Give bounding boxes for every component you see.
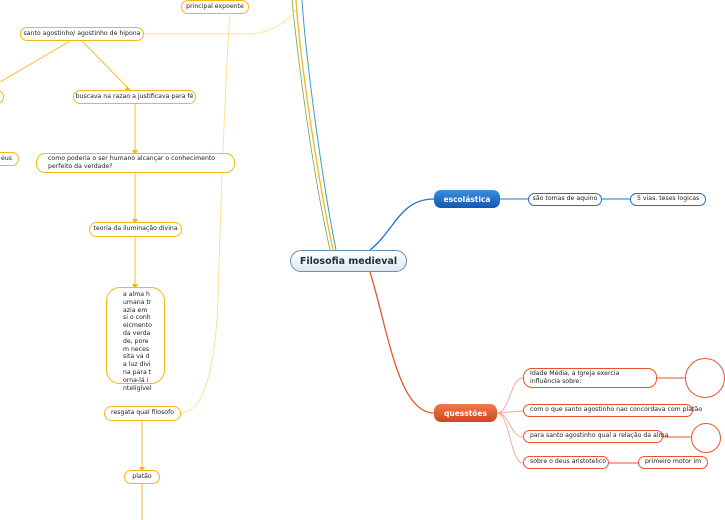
node-cut-left-2[interactable]: eus (0, 152, 19, 166)
node-relacao-alma-label: para santo agostinho qual a relação da a… (530, 432, 669, 440)
node-platao-label: platão (132, 472, 152, 480)
node-como-poderia-label: como poderia o ser humano alcançar o con… (48, 154, 216, 170)
topic-escolastica-label: escolástica (443, 194, 491, 204)
node-deus-aristotelico[interactable]: sobre o deus aristotelico (523, 456, 609, 469)
node-como-poderia[interactable]: como poderia o ser humano alcançar o con… (36, 153, 235, 173)
node-resgata-filosofo-label: resgata qual filosofo (110, 409, 175, 417)
node-5-vias[interactable]: 5 vias. teses logicas (630, 193, 706, 206)
node-teoria-iluminacao[interactable]: teoria da iluminação divina (89, 222, 182, 237)
node-primeiro-motor[interactable]: primeiro motor im (638, 456, 708, 469)
topic-questoes-label: quesstões (443, 408, 487, 418)
central-topic[interactable]: Filosofia medieval (290, 250, 407, 272)
node-teoria-iluminacao-label: teoria da iluminação divina (93, 225, 178, 233)
node-cut-left-2-label: eus (1, 154, 12, 162)
connector-lines (0, 0, 692, 520)
node-idade-media-label: Idade Média, a Igreja exercia influência… (530, 369, 620, 385)
node-deus-aristotelico-label: sobre o deus aristotelico (530, 458, 607, 466)
node-santo-agostinho-label: santo agostinho/ agostinho de hipona (23, 29, 141, 37)
node-5-vias-label: 5 vias. teses logicas (637, 195, 700, 203)
node-santo-agostinho[interactable]: santo agostinho/ agostinho de hipona (20, 27, 144, 41)
node-collapsed-circle-1[interactable] (685, 358, 725, 398)
node-alma-humana-label: a alma humana trazia em si o conheicment… (123, 291, 152, 392)
central-topic-label: Filosofia medieval (299, 255, 398, 267)
node-collapsed-circle-2[interactable] (691, 423, 721, 453)
node-relacao-alma[interactable]: para santo agostinho qual a relação da a… (523, 430, 668, 443)
node-alma-humana[interactable]: a alma humana trazia em si o conheicment… (106, 287, 165, 392)
node-agostinho-platao-label: com o que santo agostinho nao concordava… (530, 406, 703, 414)
node-principal-expoente-label: principal expoente (186, 2, 244, 10)
node-principal-expoente[interactable]: principal expoente (181, 0, 249, 14)
node-buscava-razao-label: buscava na razao a justificava para fé (75, 92, 194, 100)
node-idade-media[interactable]: Idade Média, a Igreja exercia influência… (523, 368, 657, 388)
node-sao-tomas-label: são tomas de aquino (532, 195, 598, 203)
node-resgata-filosofo[interactable]: resgata qual filosofo (104, 406, 181, 421)
topic-questoes[interactable]: quesstões (434, 404, 497, 422)
node-buscava-razao[interactable]: buscava na razao a justificava para fé (73, 90, 196, 104)
node-primeiro-motor-label: primeiro motor im (645, 458, 702, 466)
node-platao[interactable]: platão (124, 470, 160, 484)
node-sao-tomas[interactable]: são tomas de aquino (528, 193, 602, 206)
node-agostinho-platao[interactable]: com o que santo agostinho nao concordava… (523, 404, 702, 417)
topic-escolastica[interactable]: escolástica (434, 190, 500, 208)
